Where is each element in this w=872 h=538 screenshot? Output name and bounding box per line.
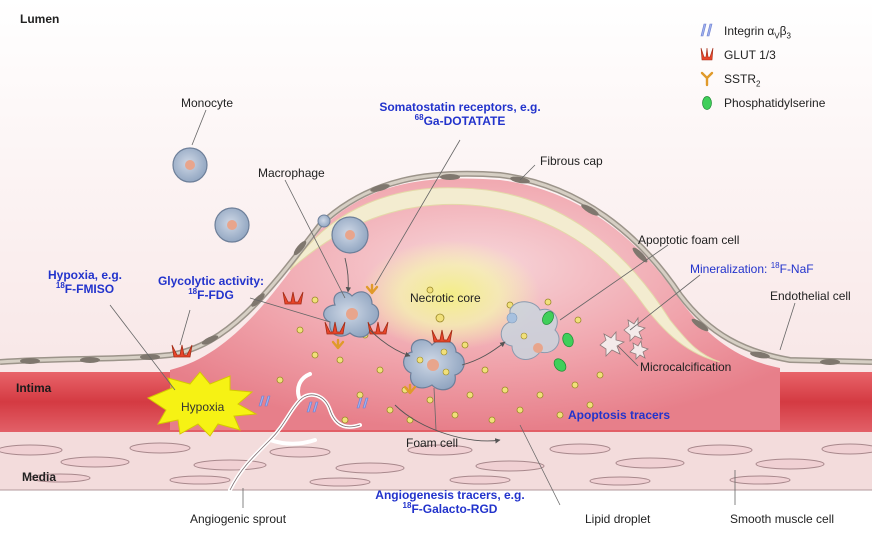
label-fibrous-cap: Fibrous cap: [540, 154, 603, 168]
tracer-angiogenesis: Angiogenesis tracers, e.g. 18F-Galacto-R…: [375, 488, 525, 516]
hypoxia-burst: [146, 371, 258, 437]
label-macrophage: Macrophage: [258, 166, 325, 180]
label-lumen: Lumen: [20, 12, 60, 26]
tracer-apoptosis: Apoptosis tracers: [568, 408, 671, 422]
label-microcalcification: Microcalcification: [640, 360, 732, 374]
label-endothelial-cell: Endothelial cell: [770, 289, 851, 303]
label-monocyte: Monocyte: [181, 96, 234, 110]
legend-integrin: Integrin αVβ3: [700, 22, 791, 40]
integrin-icon: [700, 23, 713, 37]
monocytes: [172, 147, 250, 243]
tracer-somatostatin: Somatostatin receptors, e.g. 68Ga-DOTATA…: [379, 100, 541, 128]
label-apoptotic-foam-cell: Apoptotic foam cell: [638, 233, 740, 247]
sstr-icon: [700, 71, 714, 87]
endothelial-nuclei: [20, 174, 840, 365]
fibrous-cap: [289, 187, 721, 363]
migration-arrows: [344, 257, 506, 444]
smooth-muscle-cells: [0, 442, 872, 487]
glut-markers: [171, 291, 453, 358]
foam-cell: [403, 339, 465, 391]
label-angiogenic-sprout: Angiogenic sprout: [190, 512, 287, 526]
label-intima: Intima: [16, 381, 52, 395]
label-necrotic-core: Necrotic core: [410, 291, 481, 305]
tracer-hypoxia: Hypoxia, e.g. 18F-FMISO: [47, 268, 123, 296]
phosphatidylserine-icon: [702, 96, 712, 110]
legend-glut: GLUT 1/3: [700, 46, 776, 64]
label-smooth-muscle-cell: Smooth muscle cell: [730, 512, 835, 526]
phosphatidylserine-markers: [542, 311, 574, 372]
label-hypoxia-burst: Hypoxia: [181, 400, 225, 414]
media-layer: [0, 430, 872, 490]
label-lipid-droplet: Lipid droplet: [585, 512, 651, 526]
transmigrating-macrophage: [317, 214, 369, 254]
glut-icon: [700, 47, 714, 61]
leader-lines: [109, 109, 796, 508]
legend-ps: Phosphatidylserine: [700, 94, 825, 112]
tracer-glycolytic: Glycolytic activity: 18F-FDG: [157, 274, 265, 302]
necrotic-core: [360, 240, 540, 350]
legend-sstr: SSTR2: [700, 70, 760, 88]
integrin-markers: [258, 395, 369, 413]
microcalcifications: [599, 316, 649, 360]
plaque-macrophage: [323, 291, 380, 338]
label-foam-cell: Foam cell: [406, 436, 459, 450]
label-media: Media: [22, 470, 57, 484]
tracer-mineralization: Mineralization: 18F-NaF: [690, 261, 814, 277]
sstr-markers: [331, 283, 417, 395]
